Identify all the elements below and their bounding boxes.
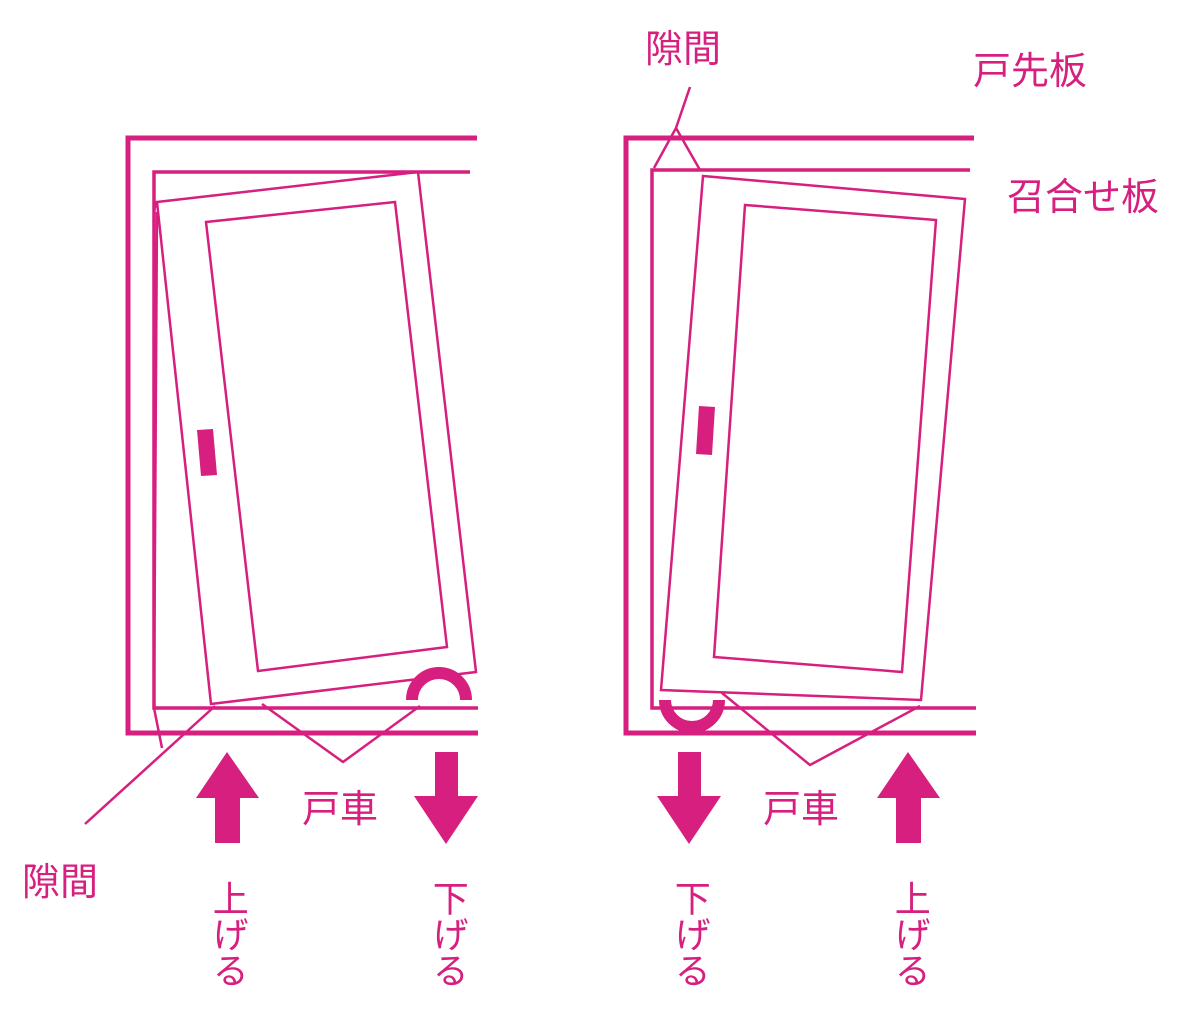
right-roller [659,699,725,733]
right-roller-label: 戸車 [763,787,840,831]
left-roller [406,667,472,701]
left-raise-label: 上げる [206,880,248,988]
left-raise-arrow [196,752,259,843]
right-gap-indicator [652,125,702,171]
right-door-handle [696,406,715,455]
right-outer-frame [623,135,976,736]
right-lower-label: 下げる [668,880,710,988]
right-roller-leader [721,692,921,767]
right-door-panel [712,203,938,674]
left-diagram [84,135,478,825]
left-lower-label: 下げる [426,880,468,988]
left-inner-frame [152,170,478,710]
right-raise-arrow [877,752,940,843]
right-inner-frame [650,168,976,710]
right-gap-leader [674,86,692,129]
right-lower-arrow [657,752,721,844]
left-gap-indicator [152,211,164,749]
left-gap-leader [84,705,216,825]
right-gap-label: 隙間 [645,27,722,71]
door-stile-board-label: 戸先板 [973,49,1088,93]
right-diagram [623,86,976,767]
left-roller-label: 戸車 [302,787,379,831]
left-door-handle [197,429,217,476]
right-door-outer [659,174,967,702]
left-roller-leader [261,702,421,764]
left-door-outer [155,170,478,706]
left-door-gap-line [152,201,159,211]
left-gap-label: 隙間 [22,860,99,904]
left-lower-arrow [414,752,478,844]
right-raise-label: 上げる [888,880,930,988]
meeting-board-label: 召合せ板 [1007,175,1160,219]
left-door-panel [204,200,449,673]
